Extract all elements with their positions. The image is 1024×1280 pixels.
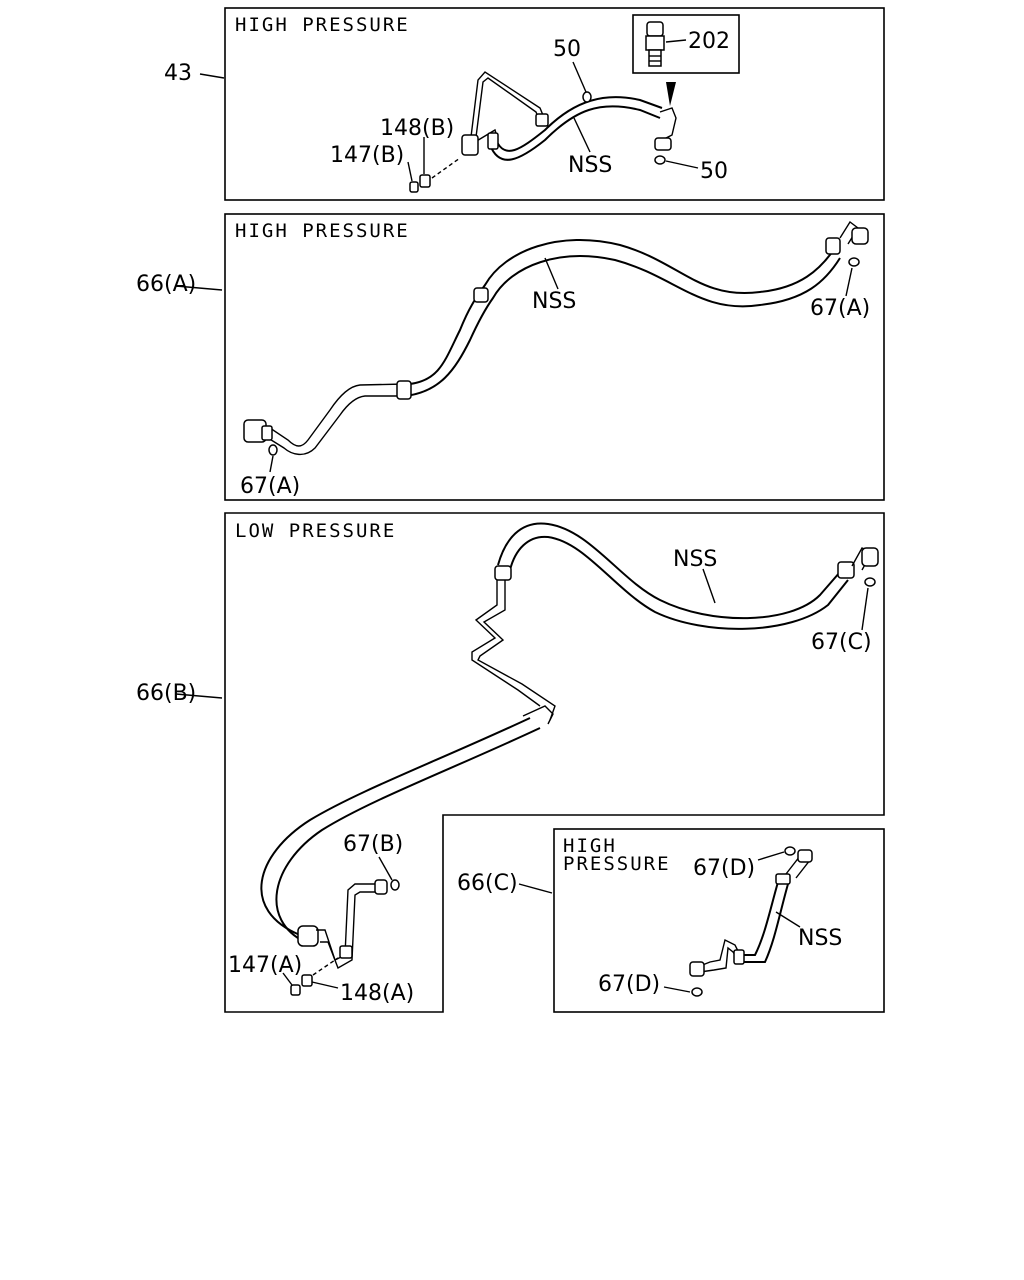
hose-66b <box>260 522 879 996</box>
callout-67d-top: 67(D) <box>693 856 755 881</box>
callout-148a: 148(A) <box>340 981 414 1006</box>
pressure-switch-icon <box>645 21 665 67</box>
fitting-147b-148b <box>409 157 461 193</box>
callout-67a-left: 67(A) <box>240 474 300 499</box>
callout-147a: 147(A) <box>228 953 302 978</box>
callout-148b: 148(B) <box>380 116 454 141</box>
pressure-switch-inset <box>632 14 740 74</box>
panel-66c-title-line2: PRESSURE <box>563 853 671 875</box>
hose-66a <box>243 220 869 456</box>
callout-66a: 66(A) <box>136 272 196 297</box>
panel-43-title: HIGH PRESSURE <box>235 14 410 36</box>
callout-202: 202 <box>688 29 730 54</box>
panel-43-frame <box>224 7 885 201</box>
callout-66b: 66(B) <box>136 681 196 706</box>
callout-nss-66c: NSS <box>798 926 842 951</box>
panel-66c-high-pressure: HIGH PRESSURE 66(C) 67(D) NSS 67(D) <box>457 828 885 1013</box>
arrow-icon <box>666 82 676 106</box>
callout-67a-right: 67(A) <box>810 296 870 321</box>
panel-66b-low-pressure: LOW PRESSURE 66(B) NSS <box>136 512 885 1013</box>
callout-43: 43 <box>164 61 192 86</box>
callout-50-bottom: 50 <box>700 159 728 184</box>
panel-43-high-pressure: HIGH PRESSURE 202 <box>164 7 885 201</box>
panel-66c-frame <box>553 828 885 1013</box>
panel-66c-title-line1: HIGH <box>563 835 617 857</box>
callout-67d-bottom: 67(D) <box>598 972 660 997</box>
panel-66b-frame <box>224 512 885 1013</box>
panel-66b-title: LOW PRESSURE <box>235 520 396 542</box>
callout-66c: 66(C) <box>457 871 518 896</box>
callout-67b: 67(B) <box>343 832 403 857</box>
callout-nss-66a: NSS <box>532 289 576 314</box>
callout-147b: 147(B) <box>330 143 404 168</box>
hose-66c <box>689 846 813 997</box>
panel-66a-high-pressure: HIGH PRESSURE 66(A) NSS 67(A) 67(A) <box>136 213 885 501</box>
callout-nss-43: NSS <box>568 153 612 178</box>
callout-67c: 67(C) <box>811 630 872 655</box>
callout-50-top: 50 <box>553 37 581 62</box>
panel-66a-frame <box>224 213 885 501</box>
callout-nss-66b: NSS <box>673 547 717 572</box>
hose-43 <box>461 71 677 165</box>
panel-66a-title: HIGH PRESSURE <box>235 220 410 242</box>
